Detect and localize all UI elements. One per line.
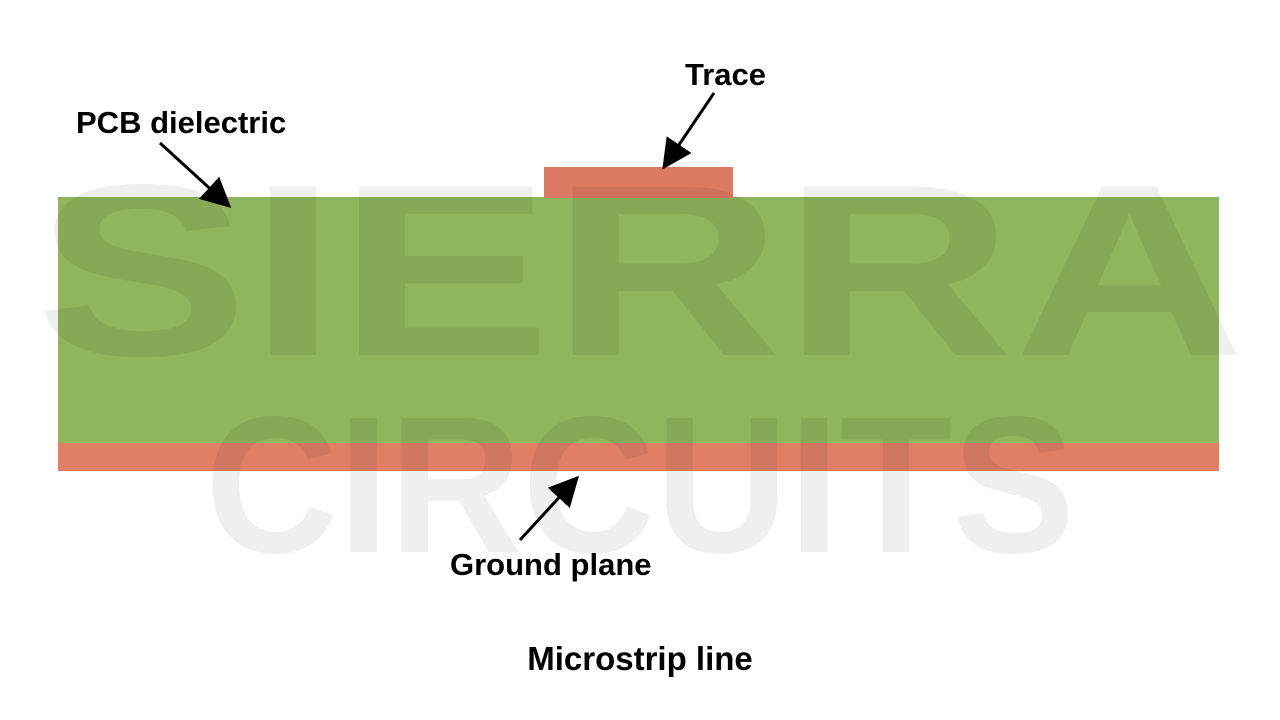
dielectric-arrow [158,141,232,209]
trace-conductor [544,167,733,198]
watermark-line1: SIERRA [35,133,1245,407]
ground-plane-arrow [518,475,580,542]
trace-arrow [662,92,716,170]
pcb-dielectric-label: PCB dielectric [76,105,286,140]
diagram-caption: Microstrip line [527,640,753,677]
trace-label: Trace [685,57,766,92]
watermark-logo: SIERRA CIRCUITS [35,133,1245,594]
watermark-line2: CIRCUITS [205,376,1075,594]
pcb-dielectric-layer [58,197,1219,444]
ground-plane-layer [58,443,1219,471]
ground-plane-label: Ground plane [450,547,652,582]
